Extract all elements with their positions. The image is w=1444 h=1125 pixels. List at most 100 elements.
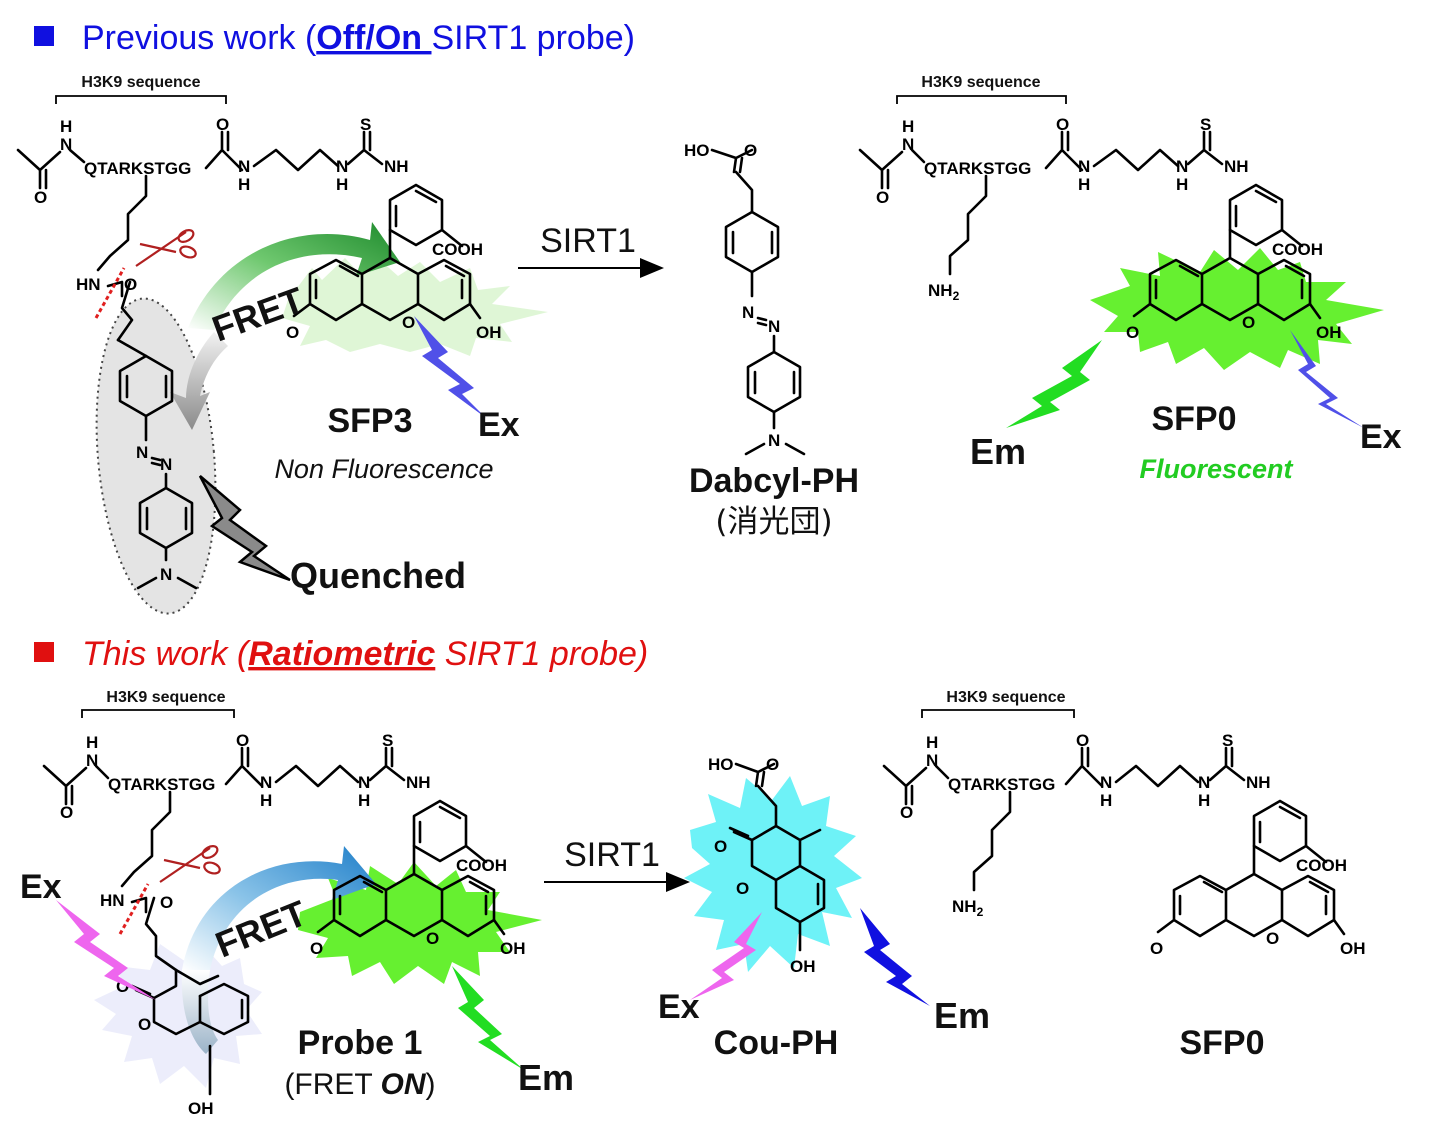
svg-text:OH: OH [1316,323,1342,342]
svg-text:N: N [1100,773,1112,792]
svg-text:H3K9 sequence: H3K9 sequence [921,74,1040,91]
svg-text:COOH: COOH [1272,240,1323,259]
svg-text:O: O [310,939,323,958]
svg-text:NH: NH [1224,157,1249,176]
top-heading-bold: Off/On [316,19,431,57]
fret-arrow-grey [170,332,228,430]
svg-text:H: H [926,733,938,752]
top-heading-prefix: Previous work ( [82,19,317,57]
h3k9-bracket-top-right: H3K9 sequence [896,74,1067,104]
svg-text:NH2: NH2 [928,281,960,303]
dabcyl-ph-label: Dabcyl-PH [689,462,859,500]
svg-text:S: S [1200,115,1211,134]
svg-text:HN: HN [76,275,101,294]
svg-text:S: S [360,115,371,134]
fluorescent-label: Fluorescent [1139,454,1293,484]
quenched-label: Quenched [290,555,466,596]
svg-text:NH: NH [406,773,431,792]
svg-text:H: H [1100,791,1112,810]
svg-text:H3K9 sequence: H3K9 sequence [106,689,225,706]
svg-text:O: O [1126,323,1139,342]
ex-label-bottom-left: Ex [20,868,62,906]
svg-text:O: O [744,141,757,160]
bottom-heading-prefix: This work ( [82,635,252,673]
quencher-jp-label: (消光団) [715,504,832,540]
em-label-bottom-left: Em [518,1057,574,1098]
svg-text:N: N [238,157,250,176]
ex-lightning-top-left [414,316,486,418]
svg-text:O: O [216,115,229,134]
bullet-square-red [34,642,54,662]
svg-text:N: N [768,317,780,336]
svg-text:O: O [236,731,249,750]
fret-arrow-green [188,222,400,330]
svg-text:QTARKSTGG: QTARKSTGG [948,775,1055,794]
fluorescein-probe-glow [298,862,542,984]
svg-text:N: N [336,157,348,176]
quenched-lightning [198,475,291,582]
scissors-icon-bottom [159,845,221,883]
svg-text:OH: OH [500,939,526,958]
ex-label-top-right: Ex [1360,418,1402,456]
svg-text:O: O [286,323,299,342]
svg-text:HO: HO [708,755,734,774]
svg-text:HO: HO [684,141,710,160]
svg-text:O: O [1076,731,1089,750]
sfp0-top-structure: O N H QTARKSTGG O N H N H S NH NH2 COOH … [858,115,1342,342]
bottom-heading-bold: Ratiometric [248,635,435,673]
fret-arrow-blue [182,846,376,970]
svg-text:O: O [1242,313,1255,332]
svg-text:OH: OH [188,1099,214,1118]
ex-lightning-top-right [1290,330,1364,428]
top-heading-suffix: SIRT1 probe) [431,19,634,57]
svg-text:N: N [1078,157,1090,176]
svg-text:N: N [768,431,780,450]
svg-text:O: O [1266,929,1279,948]
svg-text:OH: OH [476,323,502,342]
svg-text:O: O [426,929,439,948]
svg-text:O: O [60,803,73,822]
svg-text:O: O [1056,115,1069,134]
svg-text:NH: NH [384,157,409,176]
em-label-bottom-mid: Em [934,995,990,1036]
probe-1-label: Probe 1 [298,1024,423,1062]
fret-on-label: (FRET ON) [284,1068,435,1101]
svg-text:S: S [1222,731,1233,750]
ex-lightning-bottom-mid [690,912,762,1000]
sfp0-top-label: SFP0 [1151,400,1236,438]
svg-text:N: N [1176,157,1188,176]
cou-ph-glow [684,776,862,972]
svg-text:N: N [742,303,754,322]
h3k9-bracket-bottom-right: H3K9 sequence [921,689,1075,718]
ex-lightning-bottom-left [56,900,156,1000]
svg-text:H: H [238,175,250,194]
svg-text:H: H [1176,175,1188,194]
svg-text:O: O [876,188,889,207]
svg-text:HN: HN [100,891,125,910]
svg-text:H: H [358,791,370,810]
svg-text:H: H [1198,791,1210,810]
sfp3-label: SFP3 [327,402,412,440]
em-lightning-top-right [1006,340,1102,428]
svg-text:OH: OH [790,957,816,976]
scissors-icon [135,229,197,267]
ex-label-top-left: Ex [478,406,520,444]
bottom-heading: This work (Ratiometric SIRT1 probe) [82,635,648,673]
svg-text:QTARKSTGG: QTARKSTGG [84,159,191,178]
svg-text:N: N [160,455,172,474]
coumarin-probe-glow [94,944,262,1088]
svg-text:O: O [766,755,779,774]
svg-text:S: S [382,731,393,750]
svg-text:QTARKSTGG: QTARKSTGG [108,775,215,794]
bottom-heading-suffix: SIRT1 probe) [435,635,648,673]
probe-1-structure: O N H QTARKSTGG O N H N H S NH HN O O O [42,731,526,1118]
svg-text:NH2: NH2 [952,897,984,919]
cou-ph-label: Cou-PH [714,1024,839,1062]
svg-text:H: H [336,175,348,194]
svg-text:O: O [714,837,727,856]
svg-text:N: N [160,565,172,584]
svg-text:N: N [260,773,272,792]
svg-text:O: O [124,275,137,294]
svg-text:O: O [402,313,415,332]
